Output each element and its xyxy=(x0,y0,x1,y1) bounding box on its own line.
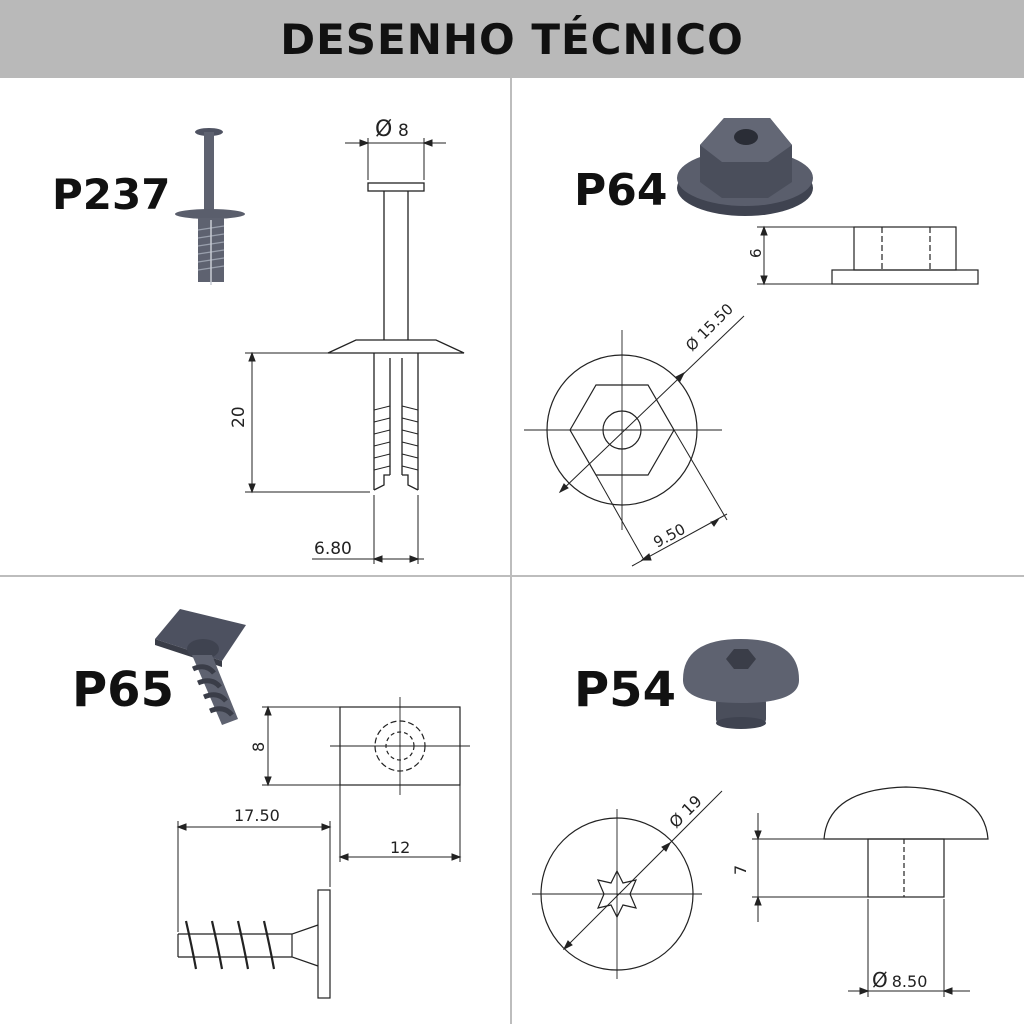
p65-render xyxy=(155,609,246,725)
p64-flange-number: 15.50 xyxy=(694,300,737,343)
p237-dim-head-diameter: 8 xyxy=(398,121,409,141)
p54-dim-head-value: Ø 19 xyxy=(665,791,705,831)
p54-shank-number: 8.50 xyxy=(892,972,928,991)
p237-dim-length xyxy=(245,351,370,494)
p64-dim-flange xyxy=(558,315,745,494)
part-label-p237: P237 xyxy=(52,170,171,219)
p237-dim-shank-length: 20 xyxy=(229,406,249,428)
part-label-p54: P54 xyxy=(574,662,676,718)
p54-dim-height xyxy=(752,813,868,922)
part-label-p65: P65 xyxy=(72,662,174,718)
vertical-divider xyxy=(510,78,512,1024)
p65-threads xyxy=(184,920,276,970)
p237-diameter-symbol: Ø xyxy=(375,117,392,142)
p64-dim-hex-value: 9.50 xyxy=(650,520,688,552)
p65-dim-plate-height-value: 8 xyxy=(249,742,268,752)
p65-plate-centerlines xyxy=(330,697,470,795)
p54-dim-height-value: 7 xyxy=(731,865,750,875)
p64-dim-flange-value: Ø 15.50 xyxy=(682,300,737,355)
p65-drawing: 8 12 17.50 xyxy=(155,609,470,999)
p237-technical-lines xyxy=(327,182,465,491)
p54-centerlines xyxy=(532,809,702,979)
p64-render xyxy=(677,118,813,216)
p65-dim-plate-width-value: 12 xyxy=(390,838,410,857)
p237-dim-shank-width: 6.80 xyxy=(314,539,352,559)
p237-dim-width xyxy=(312,495,424,564)
horizontal-divider xyxy=(0,575,1024,577)
p64-drawing: 6 Ø 15.50 9.50 xyxy=(524,118,979,567)
p54-dim-shank xyxy=(848,899,970,997)
p54-side-view xyxy=(823,786,989,898)
p64-dim-height xyxy=(757,225,854,286)
p237-dim-diameter xyxy=(345,138,446,180)
p237-ribs xyxy=(373,405,419,471)
p65-side-view xyxy=(177,889,331,999)
p64-dim-hex xyxy=(595,429,728,567)
part-label-p64: P64 xyxy=(574,165,668,216)
p64-dim-height-value: 6 xyxy=(747,248,765,258)
page-title: DESENHO TÉCNICO xyxy=(280,14,744,64)
p237-drawing: Ø 8 20 6.80 xyxy=(175,117,465,564)
p64-side-view xyxy=(831,226,979,285)
p237-render xyxy=(175,128,245,285)
p65-dim-length xyxy=(176,821,332,932)
header-banner: DESENHO TÉCNICO xyxy=(0,0,1024,78)
p54-render xyxy=(682,639,800,729)
p65-dim-length-value: 17.50 xyxy=(234,806,280,825)
p65-dim-plate-height xyxy=(262,705,340,787)
p65-dim-plate-width xyxy=(338,785,462,862)
p54-dim-head xyxy=(562,790,723,951)
p64-centerlines xyxy=(524,330,722,530)
